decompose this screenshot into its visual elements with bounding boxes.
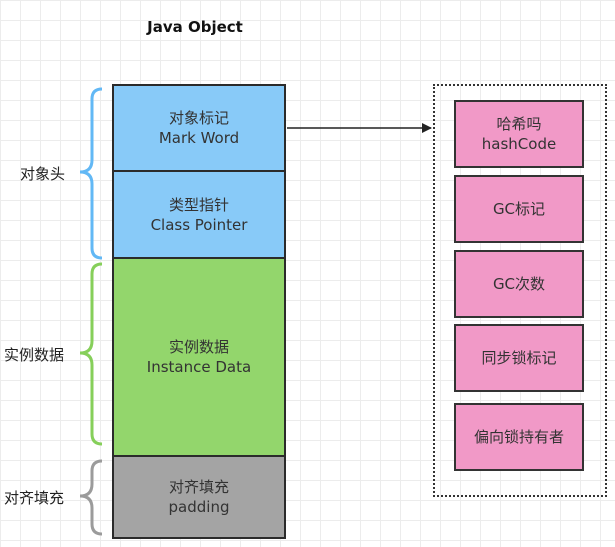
field-biased-lock-owner: 偏向锁持有者 — [454, 403, 584, 471]
field-hashcode-cn: 哈希吗 — [496, 115, 542, 133]
mark-word-en: Mark Word — [158, 129, 240, 147]
field-biased-lock-owner-label: 偏向锁持有者 — [473, 428, 564, 446]
padding-cn: 对齐填充 — [168, 478, 229, 496]
field-gc-mark: GC标记 — [454, 175, 584, 243]
label-instance-data: 实例数据 — [4, 346, 65, 364]
class-pointer-en: Class Pointer — [150, 215, 248, 234]
field-hashcode-en: hashCode — [481, 135, 557, 153]
instance-data-cn: 实例数据 — [168, 338, 229, 356]
block-mark-word: 对象标记 Mark Word — [112, 84, 286, 172]
brace-padding — [79, 459, 103, 536]
diagram-title: Java Object — [147, 18, 243, 36]
field-sync-lock: 同步锁标记 — [454, 324, 584, 392]
block-padding: 对齐填充 padding — [112, 455, 286, 539]
mark-word-cn: 对象标记 — [168, 109, 229, 127]
label-object-header: 对象头 — [20, 165, 66, 183]
field-gc-count-label: GC次数 — [492, 275, 546, 293]
field-gc-mark-label: GC标记 — [492, 200, 546, 218]
field-hashcode: 哈希吗 hashCode — [454, 100, 584, 168]
brace-instance-data — [79, 262, 103, 446]
label-padding: 对齐填充 — [4, 489, 65, 507]
instance-data-en: Instance Data — [146, 358, 252, 376]
mark-word-detail-container — [433, 84, 607, 497]
padding-en: padding — [168, 498, 230, 516]
class-pointer-cn: 类型指针 — [168, 195, 229, 214]
block-class-pointer: 类型指针 Class Pointer — [112, 170, 286, 259]
field-gc-count: GC次数 — [454, 250, 584, 318]
field-sync-lock-label: 同步锁标记 — [481, 349, 557, 367]
brace-object-header — [79, 87, 103, 260]
block-instance-data: 实例数据 Instance Data — [112, 257, 286, 457]
